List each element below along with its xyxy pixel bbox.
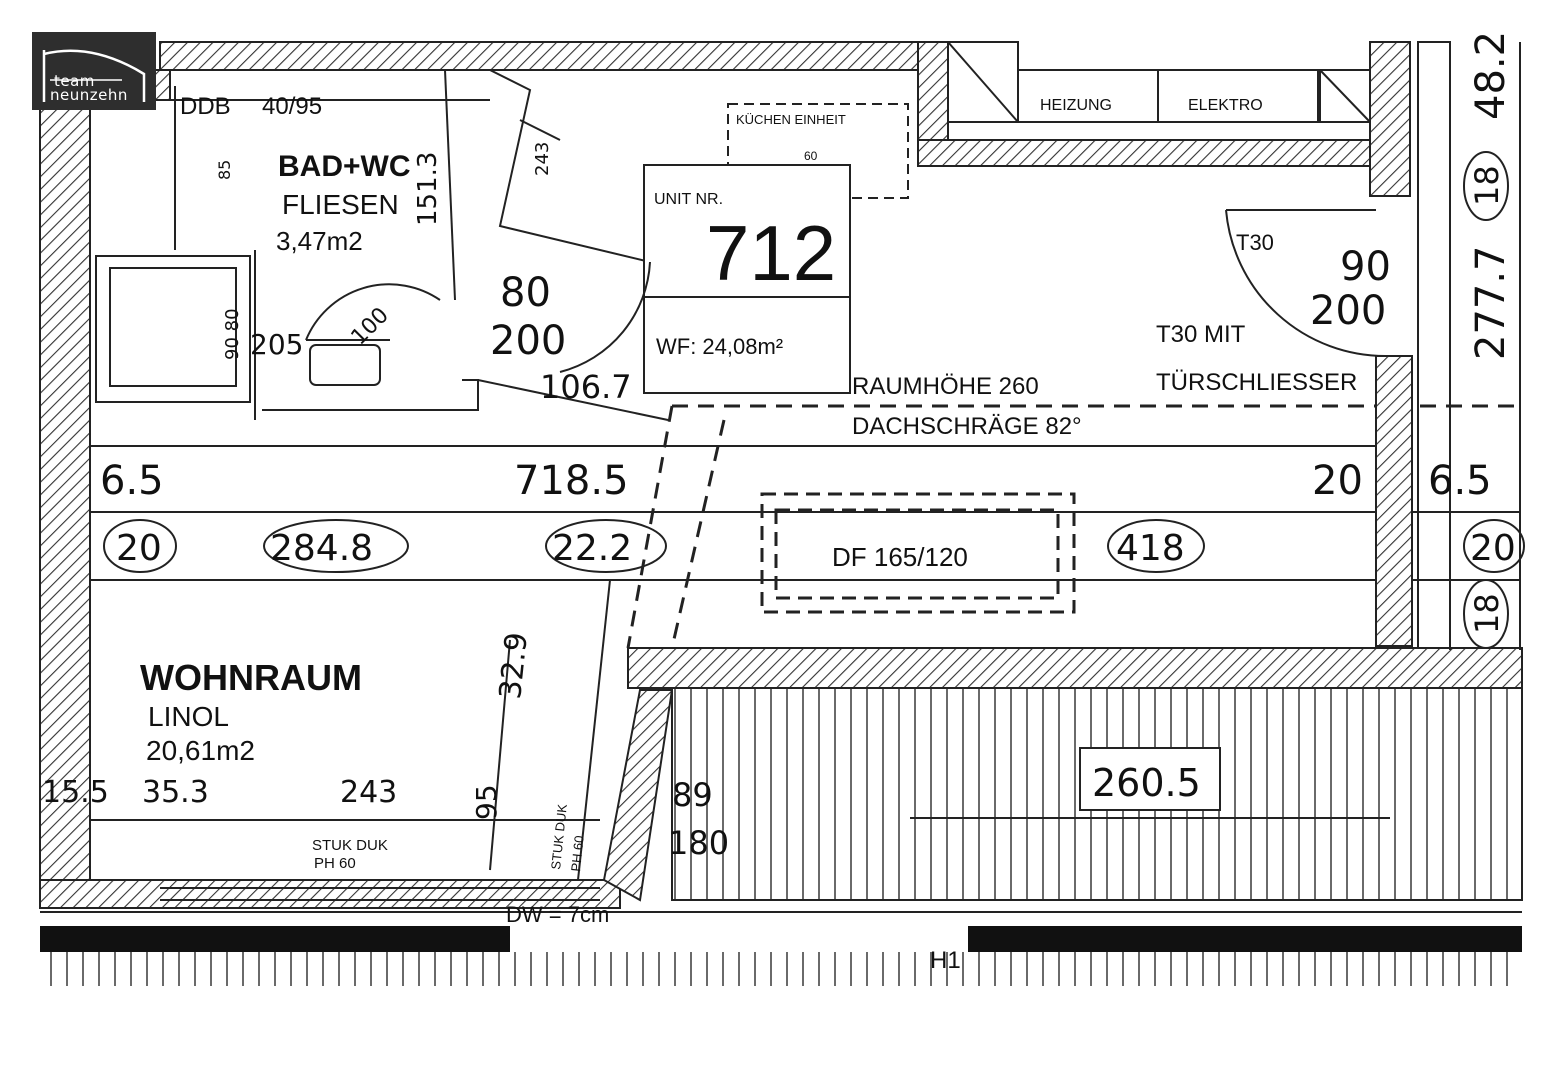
wall-bottom-left — [39, 879, 621, 909]
dim-205: 205 — [250, 328, 303, 361]
dim-277-7: 277.7 — [1468, 245, 1514, 360]
dim-door-200: 200 — [490, 318, 566, 364]
heating-label: HEIZUNG — [1040, 97, 1112, 114]
dim-48: 48.2 — [1468, 31, 1514, 120]
balcony-label-box — [1079, 747, 1221, 811]
ddb-label: DDB — [180, 93, 231, 120]
wall-shaft-right — [1369, 41, 1411, 197]
roof-slope: DACHSCHRÄGE 82° — [852, 413, 1082, 440]
roof-slope-line — [626, 404, 1520, 649]
unit-number: 712 — [706, 209, 836, 297]
t30-label: T30 — [1236, 230, 1274, 255]
ph-label: PH 60 — [314, 855, 356, 872]
unit-area: WF: 24,08m² — [656, 334, 783, 359]
interior-lines — [90, 42, 1521, 901]
logo-line2: neunzehn — [50, 86, 128, 104]
dim-243-bottom: 243 — [340, 775, 397, 810]
h1-label: H1 — [930, 947, 961, 974]
wall-right — [1375, 355, 1413, 647]
unit-nr-label: UNIT NR. — [654, 191, 723, 208]
living-name: WOHNRAUM — [140, 657, 362, 698]
room-labels: DDB 40/95 BAD+WC FLIESEN 3,47m2 KÜCHEN E… — [140, 93, 1357, 974]
bath-area: 3,47m2 — [276, 226, 363, 256]
dim-95: 95 — [470, 784, 503, 820]
dim-niche: 243 — [532, 142, 553, 176]
roof-window — [760, 492, 1076, 614]
dim-20-right: 20 — [1312, 458, 1363, 504]
dimension-labels: 151.3 243 80 200 100 205 106.7 85 90 80 … — [42, 31, 1514, 862]
dim-106-7: 106.7 — [540, 368, 632, 406]
living-floor: LINOL — [148, 701, 229, 732]
ph-side: PH 60 — [568, 835, 587, 873]
circle-20-right-text: 20 — [1470, 528, 1516, 569]
dim-32-9: 32.9 — [493, 631, 535, 701]
roof-window-label: DF 165/120 — [832, 542, 968, 572]
logo-line1: team — [54, 72, 95, 90]
circle-20-right — [1463, 519, 1525, 573]
dim-6-5-right: 6.5 — [1428, 458, 1492, 504]
team-neunzehn-logo: team neunzehn — [32, 32, 156, 110]
dim-85: 85 — [215, 160, 234, 180]
wall-left — [39, 79, 91, 881]
service-shafts — [947, 41, 1371, 123]
ddb-size: 40/95 — [262, 93, 322, 120]
living-area: 20,61m2 — [146, 735, 255, 766]
circle-20-left — [103, 519, 177, 573]
kitchen-sub: 60 — [804, 149, 818, 163]
wall-service-bottom — [917, 139, 1379, 167]
circle-22-2-text: 22.2 — [552, 528, 632, 569]
circle-284-8 — [263, 519, 409, 573]
bath-name: BAD+WC — [278, 150, 411, 183]
dim-6-5-left: 6.5 — [100, 458, 164, 504]
dim-260-5: 260.5 — [1092, 761, 1201, 805]
dim-15-5: 15.5 — [42, 775, 109, 810]
dim-90-80: 90 80 — [222, 308, 243, 360]
circled-dimension-text: 20 284.8 22.2 418 20 18 18 — [116, 165, 1516, 634]
dw-label: DW = 7cm — [506, 902, 609, 927]
room-height: RAUMHÖHE 260 — [852, 373, 1039, 400]
t30-closer-2: TÜRSCHLIESSER — [1156, 369, 1357, 396]
t30-closer-1: T30 MIT — [1156, 321, 1246, 348]
dim-entry-200: 200 — [1310, 288, 1386, 334]
wall-diagonal — [602, 689, 674, 902]
dim-door-100: 100 — [347, 303, 394, 350]
dim-entry-90: 90 — [1340, 244, 1391, 290]
circle-22-2 — [545, 519, 667, 573]
circle-18-bottom-text: 18 — [1468, 593, 1506, 634]
dim-718-5: 718.5 — [514, 458, 629, 504]
wall-balcony-top — [627, 647, 1523, 689]
stuk-duk-side: STUK DUK — [548, 803, 570, 870]
circle-18-bottom — [1463, 579, 1509, 649]
circle-418 — [1107, 519, 1205, 573]
facade-band — [40, 911, 1522, 986]
wall-right-outer — [1417, 41, 1451, 653]
kitchen-label: KÜCHEN EINHEIT — [736, 112, 846, 127]
circle-18-top-text: 18 — [1468, 165, 1506, 206]
dim-180: 180 — [668, 824, 729, 862]
dim-35-3: 35.3 — [142, 775, 209, 810]
house-roof-icon — [42, 49, 146, 102]
stuk-duk-label: STUK DUK — [312, 837, 388, 854]
circle-418-text: 418 — [1116, 528, 1185, 569]
circled-dimensions — [103, 151, 1525, 649]
dim-door-80: 80 — [500, 270, 551, 316]
bath-floor: FLIESEN — [282, 189, 399, 220]
circle-284-8-text: 284.8 — [270, 528, 373, 569]
dim-151-3: 151.3 — [413, 152, 443, 226]
circle-18-top — [1463, 151, 1509, 221]
dim-89: 89 — [672, 776, 713, 814]
circle-20-left-text: 20 — [116, 528, 162, 569]
elektro-label: ELEKTRO — [1188, 97, 1263, 114]
wall-top — [159, 41, 941, 71]
